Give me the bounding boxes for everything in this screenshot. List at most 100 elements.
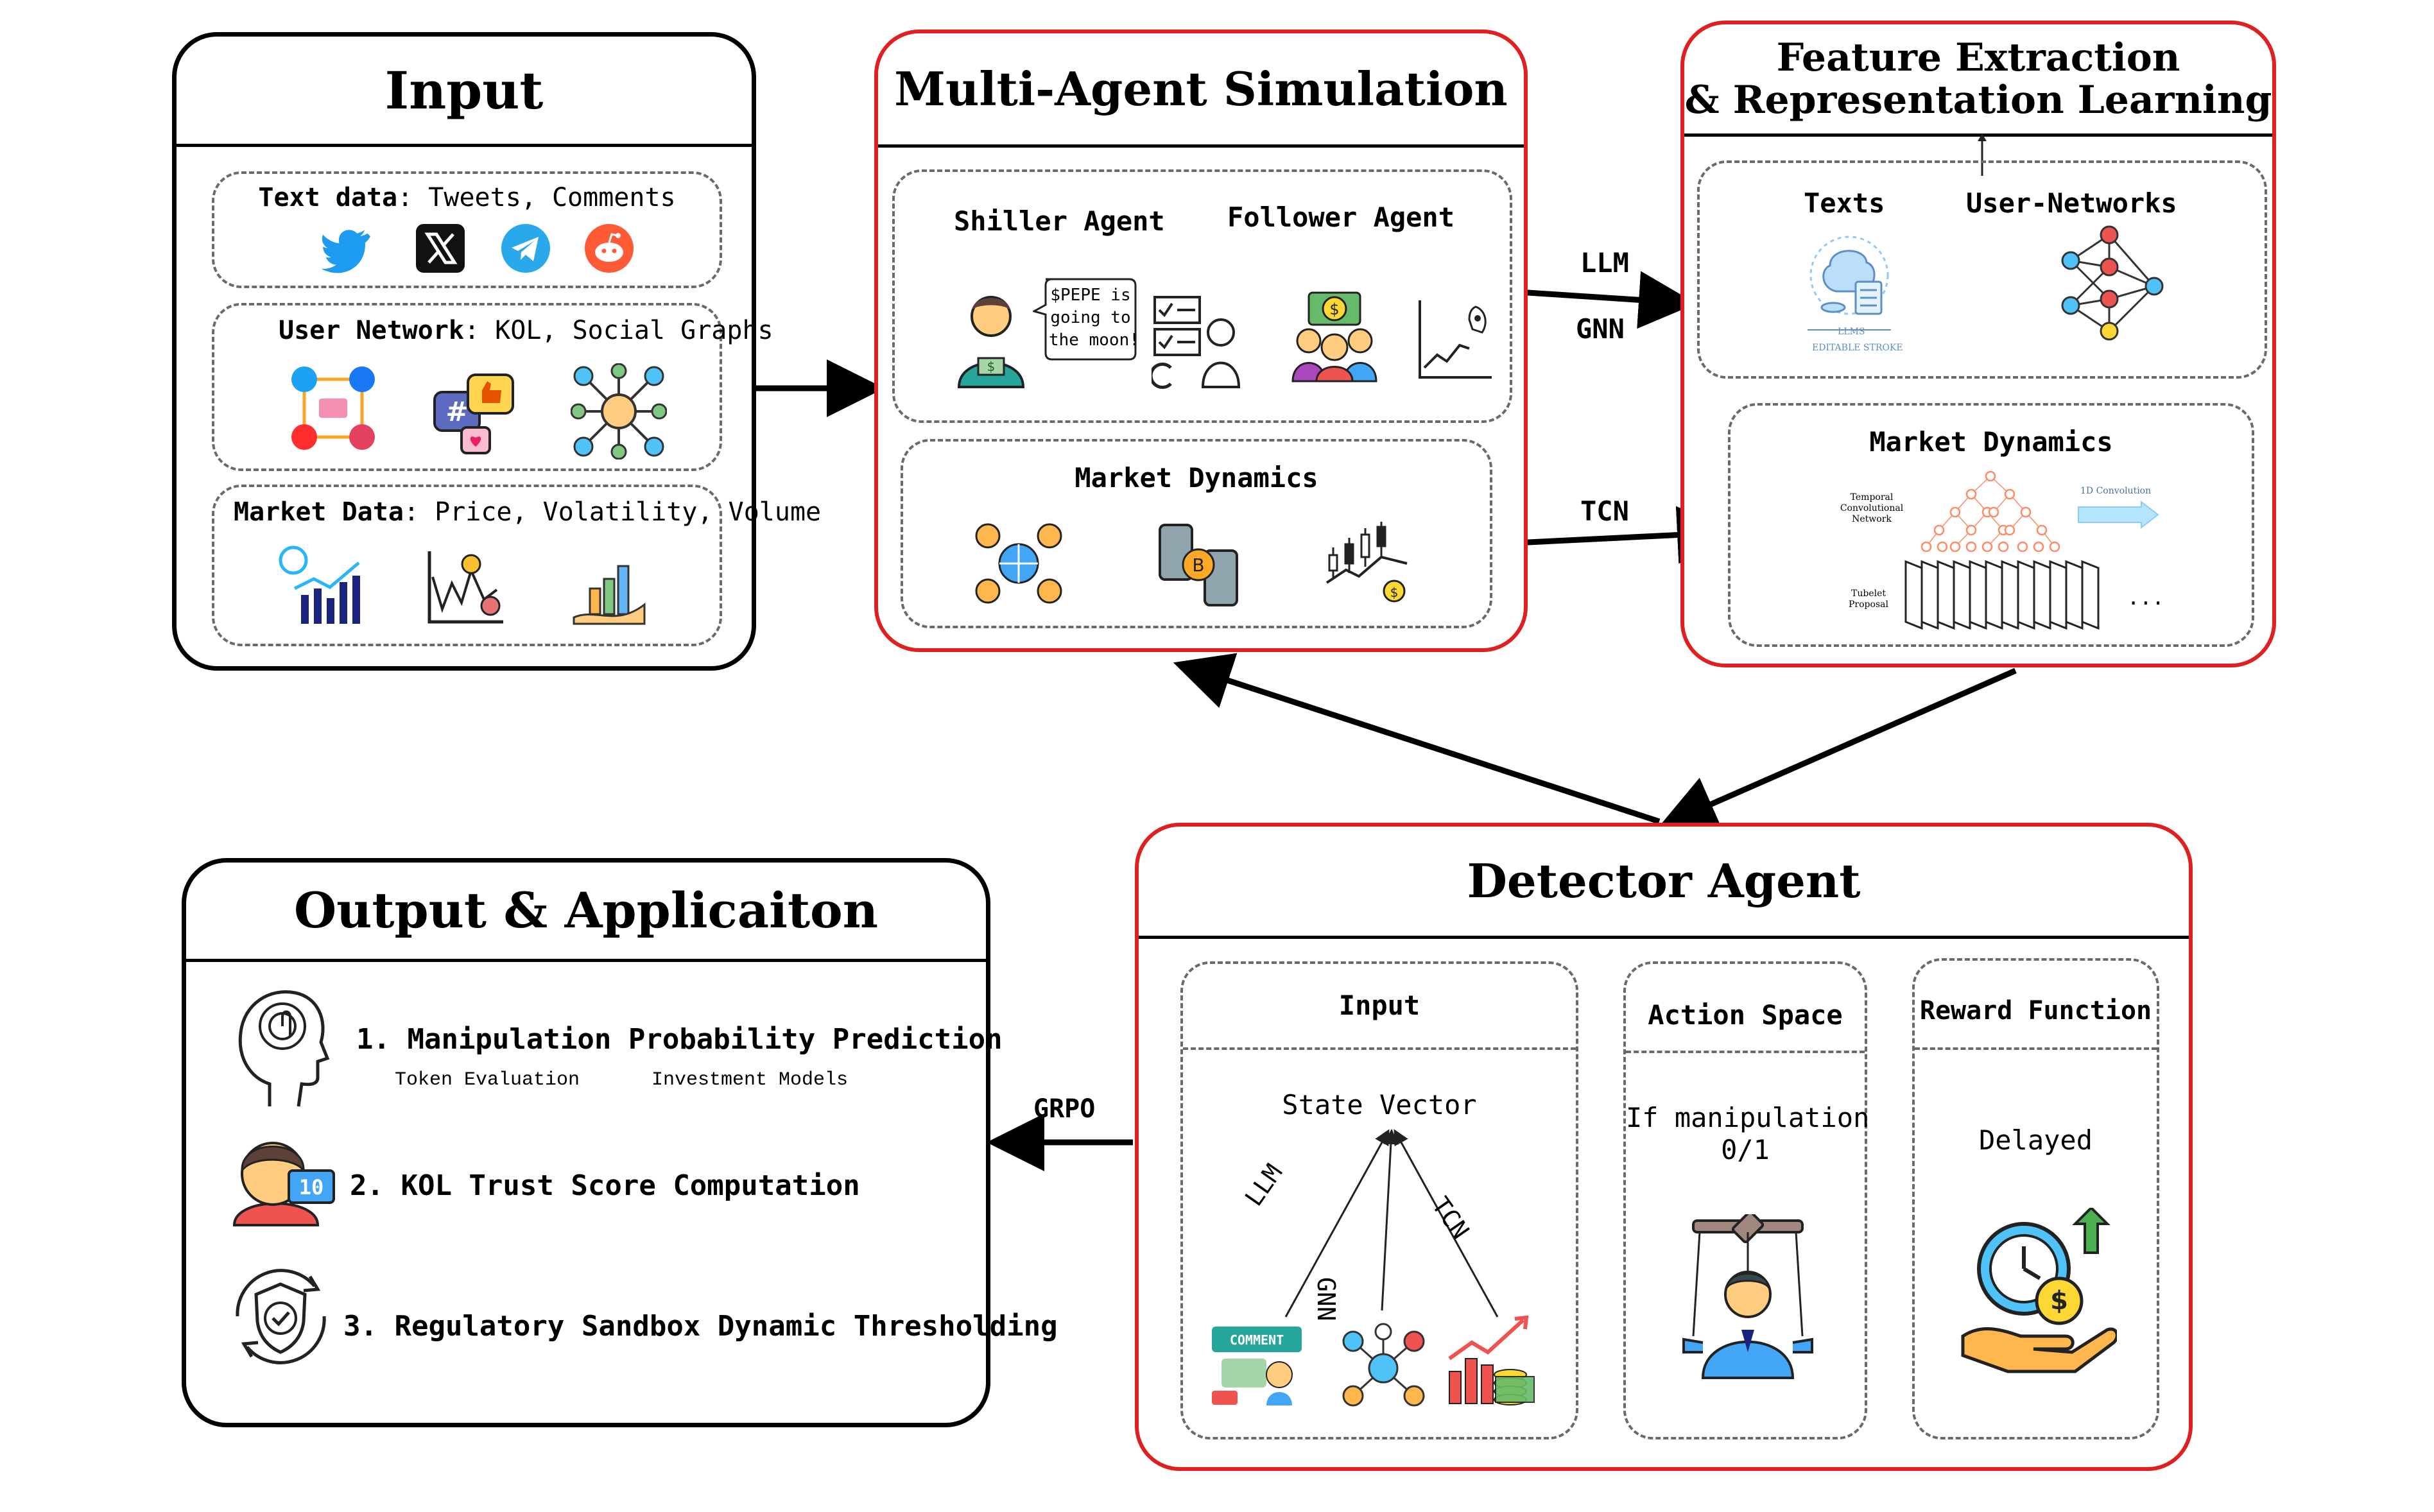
- feature-market-box: Market Dynamics Temporal Convolutional N…: [1728, 403, 2254, 647]
- user-network-caption: User Network: KOL, Social Graphs: [279, 316, 773, 345]
- arrow-simulation-to-feature-top: [1517, 271, 1696, 329]
- hand-growth-icon: [573, 565, 646, 625]
- reward-text: Delayed: [1978, 1124, 2093, 1156]
- texts-label: Texts: [1804, 187, 1885, 219]
- telegram-icon: [501, 224, 550, 273]
- shiller-agent-label: Shiller Agent: [954, 205, 1165, 237]
- growth-coins-icon: [1448, 1315, 1535, 1405]
- market-data-box: Market Data: Price, Volatility, Volume: [212, 485, 821, 646]
- bar-chart-cycle-icon: [279, 546, 360, 624]
- action-text-line1: If manipulation: [1626, 1102, 1870, 1133]
- action-space-box: Action Space If manipulation 0/1: [1623, 961, 1870, 1439]
- social-apps-icon: [291, 366, 375, 450]
- reward-function-divider: [1915, 1047, 2157, 1050]
- reward-function-box: Reward Function Delayed $: [1912, 958, 2159, 1439]
- follower-agent-label: Follower Agent: [1227, 202, 1455, 233]
- user-network-value: KOL, Social Graphs: [495, 316, 773, 345]
- feature-panel: Feature Extraction & Representation Lear…: [1680, 21, 2276, 667]
- arrow-label-tcn: TCN: [1580, 495, 1629, 527]
- user-networks-label: User-Networks: [1966, 187, 2177, 219]
- input-panel: Input Text data: Tweets, Comments: [172, 32, 821, 671]
- output-panel-title: Output & Applicaiton: [186, 863, 986, 962]
- feature-title-line2: & Representation Learning: [1684, 78, 2272, 123]
- brain-touch-icon: [238, 990, 330, 1107]
- arrow-label-gnn: GNN: [1576, 313, 1625, 345]
- kol-badge-text: 10: [299, 1175, 324, 1199]
- tcn-pyramid-diagram: [1920, 470, 2060, 552]
- action-space-title: Action Space: [1648, 999, 1843, 1031]
- feature-panel-title: Feature Extraction & Representation Lear…: [1684, 24, 2272, 137]
- feature-market-dynamics-label: Market Dynamics: [1869, 426, 2113, 458]
- currency-exchange-icon: [975, 523, 1062, 604]
- puppet-icon: [1682, 1214, 1813, 1379]
- rocket-chart-icon: [1419, 300, 1492, 379]
- arrow-feature-to-detector: [1658, 667, 2017, 831]
- texts-networks-box: Texts User-Networks LLMS EDITABLE STROKE: [1697, 160, 2267, 379]
- action-text-line2: 0/1: [1721, 1134, 1770, 1165]
- crypto-transfer-icon: B: [1159, 524, 1238, 606]
- reward-function-title: Reward Function: [1919, 996, 2152, 1026]
- feature-title-line1: Feature Extraction: [1776, 35, 2180, 80]
- tcn-label-line1: Temporal: [1850, 492, 1894, 503]
- agents-box: Shiller Agent Follower Agent $ $PEPE is …: [892, 169, 1512, 423]
- text-data-label: Text data: [258, 183, 398, 212]
- input-panel-title: Input: [177, 37, 752, 147]
- candlestick-icon: $: [1325, 522, 1408, 603]
- detector-input-box: Input State Vector LLM GNN TCN COMMENT: [1180, 961, 1578, 1439]
- state-vector-arrows: [1284, 1129, 1499, 1318]
- svg-text:#: #: [445, 396, 468, 427]
- shield-check-icon: [236, 1269, 326, 1364]
- x-logo-icon: [416, 224, 465, 273]
- neural-network-icon: [2061, 225, 2164, 341]
- arrow-detector-to-simulation: [1173, 653, 1661, 825]
- user-network-label: User Network: [279, 316, 464, 345]
- llm-brain-icon: [1808, 236, 1891, 331]
- svg-text:$: $: [987, 359, 996, 374]
- sim-market-dynamics-label: Market Dynamics: [1075, 462, 1318, 494]
- crowd-money-icon: $: [1291, 291, 1377, 382]
- detector-panel-title: Detector Agent: [1139, 827, 2189, 939]
- svg-text:$: $: [2050, 1286, 2068, 1316]
- reddit-icon: [585, 224, 634, 273]
- text-data-box: Text data: Tweets, Comments: [212, 171, 722, 288]
- detector-panel: Detector Agent Input State Vector LLM GN…: [1135, 823, 2193, 1471]
- detector-input-title: Input: [1338, 990, 1420, 1021]
- kol-score-icon: 10: [232, 1142, 335, 1226]
- output-item1: 1. Manipulation Probability Prediction: [356, 1023, 1003, 1056]
- text-data-caption: Text data: Tweets, Comments: [258, 183, 676, 212]
- svg-text:$: $: [1329, 300, 1339, 318]
- up-arrow-small: [1978, 133, 1987, 176]
- speech-bubble-line1: $PEPE is: [1050, 286, 1131, 305]
- svg-text:$: $: [1390, 585, 1399, 600]
- state-arrow-gnn-label: GNN: [1312, 1277, 1340, 1321]
- tubelet-frames: [1904, 560, 2100, 630]
- output-item1-sub1: Token Evaluation: [395, 1069, 580, 1091]
- llms-caption: LLMS: [1838, 327, 1865, 337]
- output-panel: Output & Applicaiton 1. Manipulation Pro…: [182, 858, 1058, 1427]
- detector-input-divider: [1183, 1047, 1576, 1050]
- user-network-box: User Network: KOL, Social Graphs #: [212, 303, 773, 471]
- speech-bubble-line3: the moon!: [1049, 331, 1139, 350]
- output-item1-sub2: Investment Models: [652, 1069, 849, 1091]
- graph-network-icon: [1342, 1323, 1425, 1407]
- market-data-value: Price, Volatility, Volume: [435, 497, 822, 527]
- output-item2: 2. KOL Trust Score Computation: [350, 1169, 860, 1202]
- hashtag-chat-icon: #: [433, 374, 514, 454]
- action-space-divider: [1626, 1051, 1865, 1053]
- market-data-label: Market Data: [234, 497, 404, 527]
- tubelet-label-line2: Proposal: [1849, 599, 1888, 610]
- arrow-label-llm: LLM: [1580, 247, 1629, 279]
- tcn-label-line2: Convolutional: [1840, 503, 1904, 513]
- svg-text:B: B: [1192, 554, 1204, 576]
- comment-badge-text: COMMENT: [1230, 1332, 1284, 1348]
- text-data-value: Tweets, Comments: [428, 183, 676, 212]
- speech-bubble-line2: going to: [1050, 308, 1131, 327]
- simulation-panel: Multi-Agent Simulation Shiller Agent Fol…: [874, 30, 1528, 652]
- arrow-label-grpo: GRPO: [1033, 1094, 1096, 1124]
- twitter-icon: [321, 230, 370, 273]
- comment-icon: COMMENT: [1212, 1327, 1302, 1405]
- state-vector-label: State Vector: [1282, 1089, 1477, 1121]
- tubelet-ellipsis: ...: [2127, 585, 2164, 610]
- market-data-caption: Market Data: Price, Volatility, Volume: [234, 497, 822, 527]
- speech-bubble: [1033, 278, 1137, 361]
